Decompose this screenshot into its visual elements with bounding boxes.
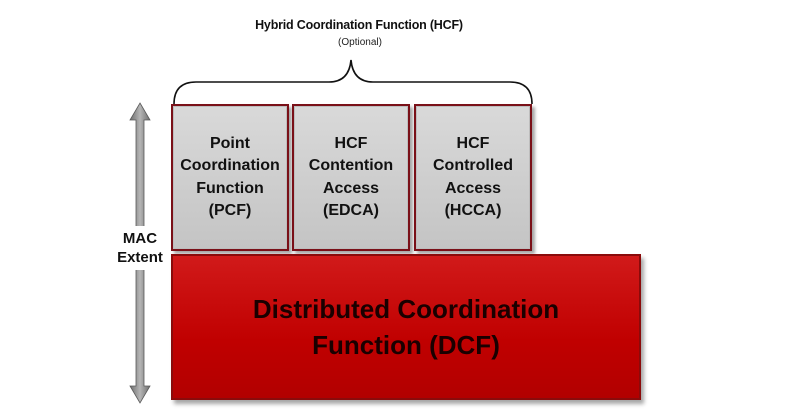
mac-extent-line1: MAC bbox=[122, 230, 158, 247]
curly-brace-icon bbox=[173, 59, 533, 105]
edca-label: HCF Contention Access (EDCA) bbox=[309, 133, 393, 223]
hcf-title: Hybrid Coordination Function (HCF) bbox=[255, 18, 463, 32]
pcf-label-line: Coordination bbox=[180, 157, 280, 174]
pcf-label: Point Coordination Function (PCF) bbox=[180, 133, 280, 223]
hcca-label-line: HCF bbox=[456, 134, 490, 152]
hcca-label-line: Controlled bbox=[433, 157, 513, 174]
dcf-box: Distributed Coordination Function (DCF) bbox=[171, 254, 641, 400]
edca-box: HCF Contention Access (EDCA) bbox=[292, 104, 410, 251]
edca-label-line: Access bbox=[322, 179, 380, 197]
edca-label-line: HCF bbox=[334, 134, 368, 152]
dcf-label-line2: Function (DCF) bbox=[312, 330, 500, 360]
hcca-label: HCF Controlled Access (HCCA) bbox=[433, 133, 513, 223]
pcf-label-line: Point bbox=[209, 134, 250, 152]
pcf-label-line: (PCF) bbox=[208, 202, 252, 219]
edca-label-line: (EDCA) bbox=[322, 202, 379, 219]
dcf-label: Distributed Coordination Function (DCF) bbox=[253, 291, 559, 363]
pcf-label-line: Function bbox=[196, 179, 264, 197]
mac-extent-label: MAC Extent bbox=[104, 226, 176, 270]
hcca-label-line: Access bbox=[444, 179, 502, 197]
hcf-subtitle: (Optional) bbox=[338, 37, 382, 48]
mac-extent-line2: Extent bbox=[117, 249, 163, 266]
hcca-label-line: (HCCA) bbox=[444, 202, 502, 219]
hcca-box: HCF Controlled Access (HCCA) bbox=[414, 104, 532, 251]
dcf-label-line1: Distributed Coordination bbox=[252, 294, 560, 324]
edca-label-line: Contention bbox=[308, 157, 394, 174]
pcf-box: Point Coordination Function (PCF) bbox=[171, 104, 289, 251]
